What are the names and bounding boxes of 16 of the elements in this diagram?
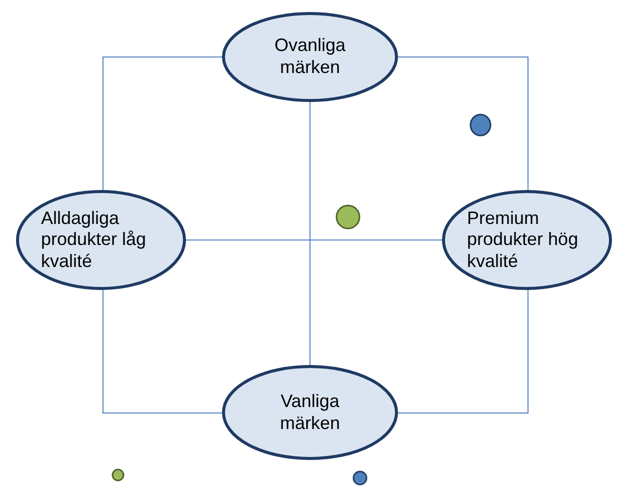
marker-dot xyxy=(111,468,125,482)
connector-line xyxy=(398,290,528,414)
connector-line xyxy=(102,56,222,190)
marker-dot xyxy=(335,204,361,230)
marker-dot xyxy=(352,470,368,486)
category-ellipse xyxy=(442,190,612,290)
category-ellipse xyxy=(222,365,398,460)
axis-label: Ovanliga märken xyxy=(273,35,347,79)
connector-line xyxy=(398,56,528,190)
axis-label: Alldagliga produkter låg kvalité xyxy=(41,208,148,272)
axis-label: Vanliga märken xyxy=(278,390,342,434)
marker-dot xyxy=(469,113,492,137)
connector-line xyxy=(102,290,222,414)
category-ellipse xyxy=(16,190,186,290)
category-ellipse xyxy=(222,12,398,102)
axis-label: Premium produkter hög kvalité xyxy=(467,208,580,272)
